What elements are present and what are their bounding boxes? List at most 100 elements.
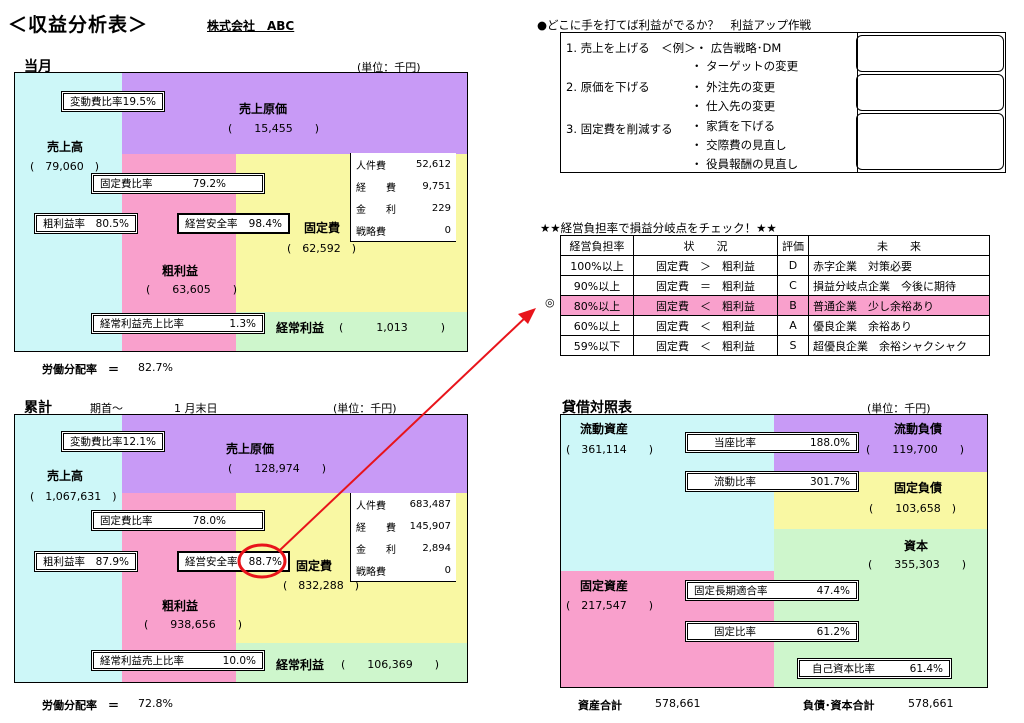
fixed-liabilities-label: 固定負債 <box>894 481 943 495</box>
table-cell: C <box>777 275 809 296</box>
fixed-long-term-ratio-label: 固定長期適合率 <box>694 585 768 597</box>
cost-label: 金 利 <box>356 544 396 556</box>
cost-value: 0 <box>444 564 451 576</box>
table-cell: 損益分岐点企業 今後に期待 <box>808 275 990 296</box>
monthly-variable-ratio-value: 19.5% <box>122 95 156 108</box>
cost-row: 戦略費 0 <box>351 219 456 241</box>
quick-ratio-value: 188.0% <box>809 436 850 449</box>
cumulative-gross-value: ( 938,656 ) <box>144 618 243 631</box>
strategy-line: ・ 外注先の変更 <box>691 80 776 94</box>
monthly-ordinary-value: ( 1,013 ) <box>339 321 446 334</box>
cumulative-gross-margin-box: 粗利益率 87.9% <box>36 553 136 570</box>
strategy-list: 1. 売上を上げる ＜例＞・ 広告戦略･DM ・ ターゲットの変更 2. 原価を… <box>561 33 858 172</box>
total-assets-label: 資産合計 <box>578 699 622 712</box>
strategy-memo-bracket <box>856 113 1004 170</box>
company-name: 株式会社 ABC <box>207 19 295 33</box>
cumulative-labor-label: 労働分配率 ＝ <box>42 699 119 712</box>
cumulative-sales-label: 売上高 <box>47 469 84 483</box>
monthly-ordinary-ratio-value: 1.3% <box>229 317 256 330</box>
table-cell: 80%以上 <box>560 295 634 316</box>
total-liabilities-equity-value: 578,661 <box>908 697 954 710</box>
table-row: 59%以下 固定費 ＜ 粗利益 S 超優良企業 余裕シャクシャク <box>560 335 990 356</box>
current-ratio-value: 301.7% <box>809 475 850 488</box>
current-assets-label: 流動資産 <box>580 422 629 436</box>
cumulative-sales-value: ( 1,067,631 ) <box>30 490 117 503</box>
fixed-ratio-value: 61.2% <box>816 625 850 638</box>
current-liabilities-value: ( 119,700 ) <box>866 443 965 456</box>
cost-label: 人件費 <box>356 160 386 172</box>
table-cell: 固定費 ＞ 粗利益 <box>633 255 778 276</box>
monthly-safety-value: 98.4% <box>248 217 282 230</box>
strategy-line: 3. 固定費を削減する <box>566 122 673 136</box>
table-cell: D <box>777 255 809 276</box>
strategy-line: 2. 原価を下げる <box>566 80 650 94</box>
monthly-fixed-ratio-value: 79.2% <box>192 177 226 190</box>
breakeven-table: 経営負担率 状 況 評価 未 来 100%以上 固定費 ＞ 粗利益 D 赤字企業… <box>560 235 990 356</box>
table-cell: B <box>777 295 809 316</box>
monthly-gross-label: 粗利益 <box>162 264 199 278</box>
table-cell: 固定費 ＜ 粗利益 <box>633 335 778 356</box>
cumulative-fixed-ratio-value: 78.0% <box>192 514 226 527</box>
cost-value: 52,612 <box>416 158 451 170</box>
cumulative-variable-ratio-value: 12.1% <box>122 435 156 448</box>
monthly-safety-box: 経営安全率 98.4% <box>177 213 290 234</box>
cumulative-variable-ratio-box: 変動費比率 12.1% <box>63 433 163 450</box>
cost-label: 戦略費 <box>356 226 386 238</box>
quick-ratio-box: 当座比率 188.0% <box>687 434 857 451</box>
table-header: 評価 <box>777 235 809 256</box>
fixed-ratio-label: 固定比率 <box>714 626 756 638</box>
table-cell: 59%以下 <box>560 335 634 356</box>
strategy-box: 1. 売上を上げる ＜例＞・ 広告戦略･DM ・ ターゲットの変更 2. 原価を… <box>560 32 1006 173</box>
cumulative-gross-label: 粗利益 <box>162 599 199 613</box>
table-row: 90%以上 固定費 ＝ 粗利益 C 損益分岐点企業 今後に期待 <box>560 275 990 296</box>
quick-ratio-label: 当座比率 <box>714 437 756 449</box>
cumulative-gross-margin-label: 粗利益率 <box>43 556 85 568</box>
cumulative-ordinary-ratio-label: 経常利益売上比率 <box>100 655 184 667</box>
monthly-sales-area <box>15 73 122 351</box>
cost-value: 683,487 <box>409 498 451 510</box>
cumulative-cogs-area <box>122 415 467 493</box>
cost-value: 229 <box>431 202 451 214</box>
equity-ratio-box: 自己資本比率 61.4% <box>799 660 950 677</box>
monthly-ordinary-ratio-label: 経常利益売上比率 <box>100 318 184 330</box>
cost-label: 経 費 <box>356 182 396 194</box>
table-cell: 赤字企業 対策必要 <box>808 255 990 276</box>
strategy-heading: ●どこに手を打てば利益がでるか？ 利益アップ作戦 <box>537 18 811 32</box>
table-cell: 固定費 ＜ 粗利益 <box>633 315 778 336</box>
cumulative-fixed-value: ( 832,288 ) <box>283 579 360 592</box>
equity-label: 資本 <box>904 539 929 553</box>
fixed-long-term-ratio-box: 固定長期適合率 47.4% <box>687 582 857 599</box>
monthly-cogs-value: ( 15,455 ) <box>228 122 320 135</box>
monthly-fixed-label: 固定費 <box>304 221 341 235</box>
fixed-long-term-ratio-value: 47.4% <box>816 584 850 597</box>
cumulative-safety-box: 経営安全率 88.7% <box>177 551 290 572</box>
monthly-gross-value: ( 63,605 ) <box>146 283 238 296</box>
table-header: 未 来 <box>808 235 990 256</box>
cost-row: 戦略費 0 <box>351 559 456 581</box>
table-header-row: 経営負担率 状 況 評価 未 来 <box>560 235 990 256</box>
table-cell: 優良企業 余裕あり <box>808 315 990 336</box>
cost-value: 0 <box>444 224 451 236</box>
cost-label: 戦略費 <box>356 566 386 578</box>
breakeven-heading: ★★経営負担率で損益分岐点をチェック！★★ <box>540 221 777 235</box>
monthly-labor-label: 労働分配率 ＝ <box>42 363 119 376</box>
table-row-highlighted: 80%以上 固定費 ＜ 粗利益 B 普通企業 少し余裕あり <box>560 295 990 316</box>
cost-label: 経 費 <box>356 522 396 534</box>
current-assets-value: ( 361,114 ) <box>566 443 654 456</box>
cumulative-safety-value: 88.7% <box>248 555 282 568</box>
strategy-line: ・ 交際費の見直し <box>691 138 787 152</box>
cumulative-sales-area <box>15 415 122 682</box>
monthly-safety-label: 経営安全率 <box>185 218 238 230</box>
arrow-head-icon <box>518 308 536 324</box>
fixed-assets-label: 固定資産 <box>580 579 629 593</box>
table-header: 状 況 <box>633 235 778 256</box>
monthly-sales-value: ( 79,060 ) <box>30 160 100 173</box>
strategy-line: ・ 役員報酬の見直し <box>691 157 799 171</box>
table-cell: 普通企業 少し余裕あり <box>808 295 990 316</box>
cost-value: 145,907 <box>409 520 451 532</box>
monthly-cogs-label: 売上原価 <box>239 102 288 116</box>
